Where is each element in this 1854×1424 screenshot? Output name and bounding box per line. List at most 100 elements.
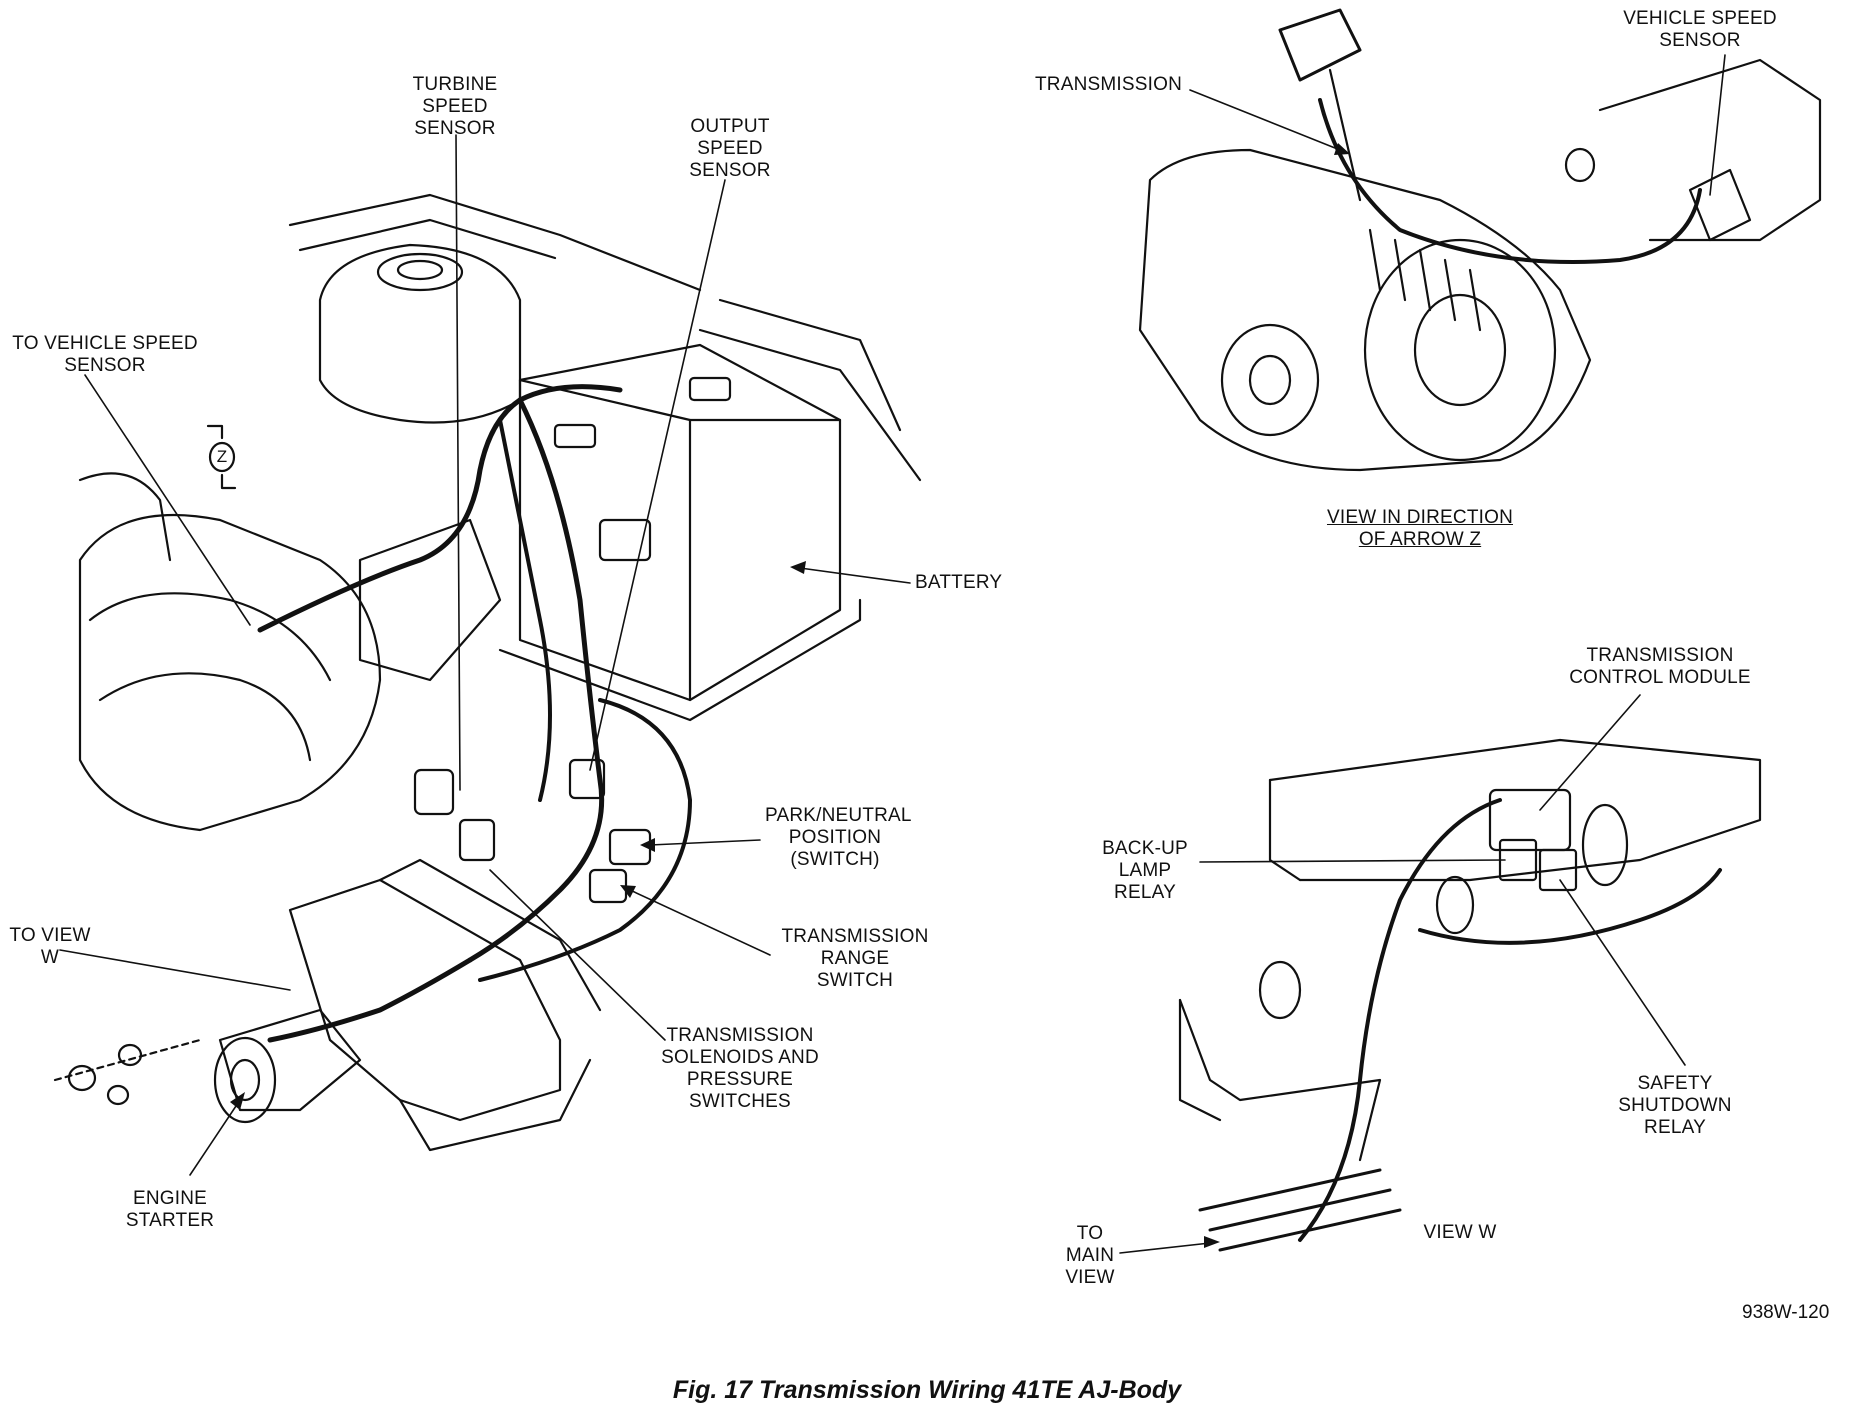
bracket-z	[1598, 58, 1822, 242]
battery-terminal	[688, 376, 732, 402]
nut-2	[117, 1043, 143, 1067]
leader-lines	[59, 54, 1726, 1254]
transmission-pan	[398, 1058, 592, 1152]
torque-converter-z	[1363, 238, 1557, 462]
transmission-housing	[288, 878, 562, 1122]
leader-park-neutral	[649, 839, 761, 846]
fender-w-2	[1178, 998, 1222, 1122]
arrowhead-transmission-z	[1334, 143, 1350, 155]
figure-code: 938W-120	[1742, 1302, 1830, 1323]
grommet-w	[1258, 960, 1302, 1020]
transmission-housing-2	[378, 858, 602, 1012]
label-view-w: VIEW W	[1423, 1222, 1497, 1243]
end-cover-z	[1220, 323, 1320, 437]
leader-starter	[189, 1099, 241, 1176]
strut-cap-inner	[396, 259, 444, 281]
arrow-z-circle	[208, 441, 236, 473]
harness-connector	[598, 518, 652, 562]
harness-w	[1298, 798, 1502, 1242]
harness-w-2	[1418, 868, 1722, 945]
arrow-z-bracket	[206, 424, 237, 490]
strut-cap	[376, 252, 464, 292]
leader-back-up	[1199, 859, 1506, 863]
output-sensor-connector	[568, 758, 606, 800]
figure-caption: Fig. 17 Transmission Wiring 41TE AJ-Body	[672, 1376, 1182, 1404]
park-neutral-connector	[608, 828, 652, 866]
cooler-pipe-z	[1278, 8, 1362, 82]
harness-to-starter	[267, 957, 473, 1043]
solenoid-connector	[458, 818, 496, 862]
leader-range	[629, 889, 771, 956]
wire-z	[1318, 98, 1702, 264]
nut	[67, 1064, 97, 1092]
leader-transmission-z	[1189, 89, 1341, 151]
engine-intake	[88, 592, 332, 682]
stud-line	[53, 1038, 202, 1082]
turbine-sensor-connector	[413, 768, 455, 816]
transmission-control-module-box	[1488, 788, 1572, 852]
harness-down-2	[498, 418, 552, 802]
torque-converter-z-inner	[1413, 293, 1507, 407]
leader-solenoids	[489, 869, 666, 1041]
label-transmission: TRANSMISSION	[1035, 74, 1183, 95]
strut-tower	[318, 243, 522, 424]
ribs-z	[1368, 228, 1482, 332]
leader-safety	[1559, 879, 1686, 1066]
canister-w	[1581, 803, 1629, 887]
leader-tcm	[1539, 694, 1641, 811]
battery-body	[518, 343, 842, 702]
leader-to-main	[1119, 1242, 1211, 1254]
fender-outline	[288, 193, 702, 292]
engine-intake-2	[98, 672, 312, 762]
bracket	[358, 518, 502, 682]
battery-terminal-2	[553, 423, 597, 449]
canister-w-2	[1435, 875, 1475, 935]
main-view-illustration	[53, 193, 922, 1152]
leader-to-vss	[84, 374, 251, 626]
bolt-z	[1564, 147, 1596, 183]
leader-turbine	[455, 134, 461, 791]
view-w-illustration	[1178, 738, 1762, 1252]
harness-main	[257, 384, 623, 633]
engine-starter-end	[213, 1036, 277, 1124]
panel-w	[1268, 738, 1762, 882]
leader-battery	[799, 567, 911, 584]
arrowheads	[230, 143, 1350, 1248]
transmission-case-z	[1138, 148, 1592, 472]
harness-down	[467, 397, 605, 963]
safety-shutdown-relay-box	[1538, 848, 1578, 892]
fender-w	[1178, 998, 1382, 1162]
nut-3	[106, 1084, 130, 1106]
panel-w-edge	[1268, 778, 1302, 882]
range-switch-connector	[588, 868, 628, 904]
arrowhead-starter	[230, 1092, 245, 1110]
harness-loop	[478, 698, 692, 982]
leader-output	[589, 179, 726, 771]
view-z-illustration	[1138, 8, 1822, 472]
arrowhead-range	[620, 885, 636, 898]
arrowhead-park-neutral	[640, 838, 655, 852]
vehicle-speed-sensor-z	[1688, 168, 1752, 242]
fender-outline-inner	[298, 218, 557, 260]
engine-valve-cover	[78, 513, 382, 832]
leader-vss-z	[1709, 54, 1726, 196]
engine-starter-end-inner	[229, 1058, 261, 1102]
label-arrow-z: Z	[216, 447, 228, 466]
engine-block-left	[78, 472, 172, 562]
leader-to-view-w	[59, 949, 291, 991]
